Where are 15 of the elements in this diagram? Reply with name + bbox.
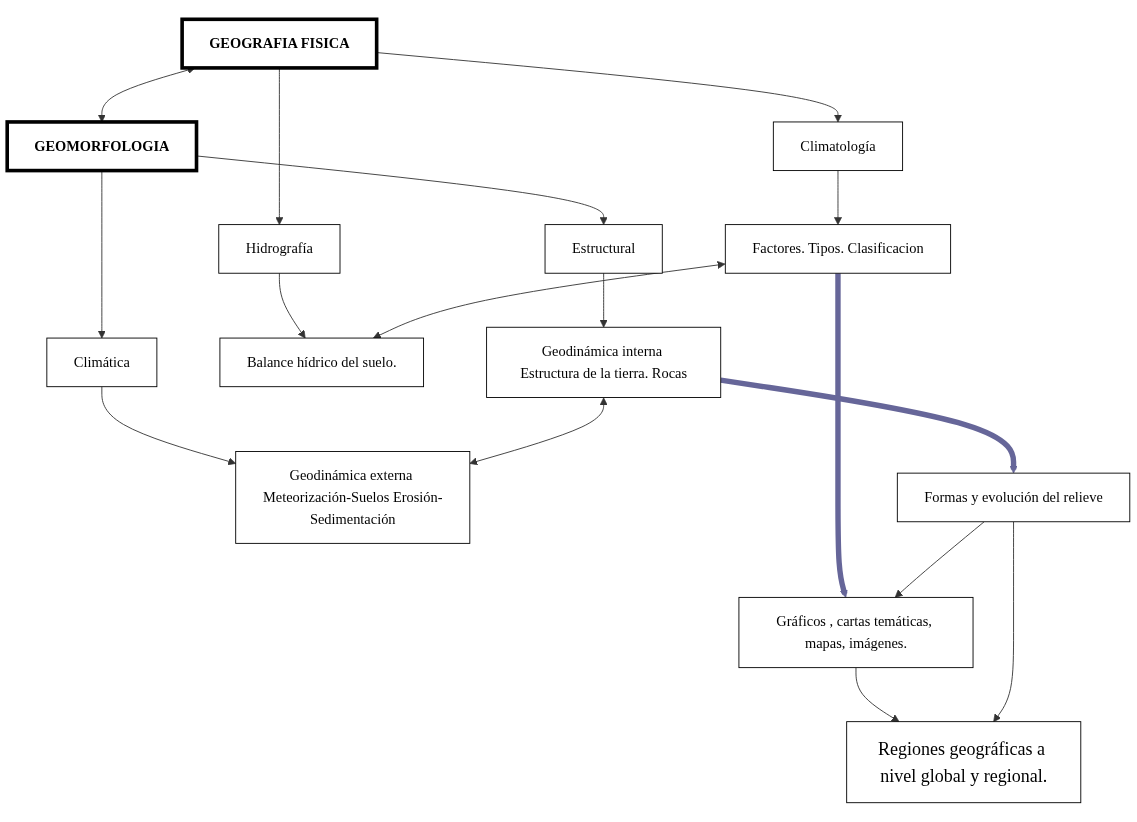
node-box: Balance hídrico del suelo. (219, 337, 424, 388)
node-box: Climática (46, 337, 158, 388)
node-box: Geodinámica interna Estructura de la tierra. Rocas (486, 326, 722, 398)
node-box: GEOGRAFIA FISICA (180, 17, 379, 70)
node-box: Hidrografía (218, 224, 341, 274)
node-box: Climatología (772, 121, 904, 172)
arrow (835, 273, 848, 598)
node-box: Estructural (544, 224, 663, 274)
node-box: Gráficos , cartas temáticas, mapas, imágenes. (738, 596, 974, 669)
arrow (720, 377, 1018, 474)
node-box: Geodinámica externa Meteorización-Suelos Erosión-Sedimentación (235, 451, 471, 544)
node-box: GEOMORFOLOGIA (5, 120, 199, 173)
node-box: Formas y evolución del relieve (896, 472, 1131, 523)
node-box: Factores. Tipos. Clasificacion (724, 224, 952, 274)
node-box: Regiones geográficas a nivel global y regional. (846, 721, 1082, 804)
